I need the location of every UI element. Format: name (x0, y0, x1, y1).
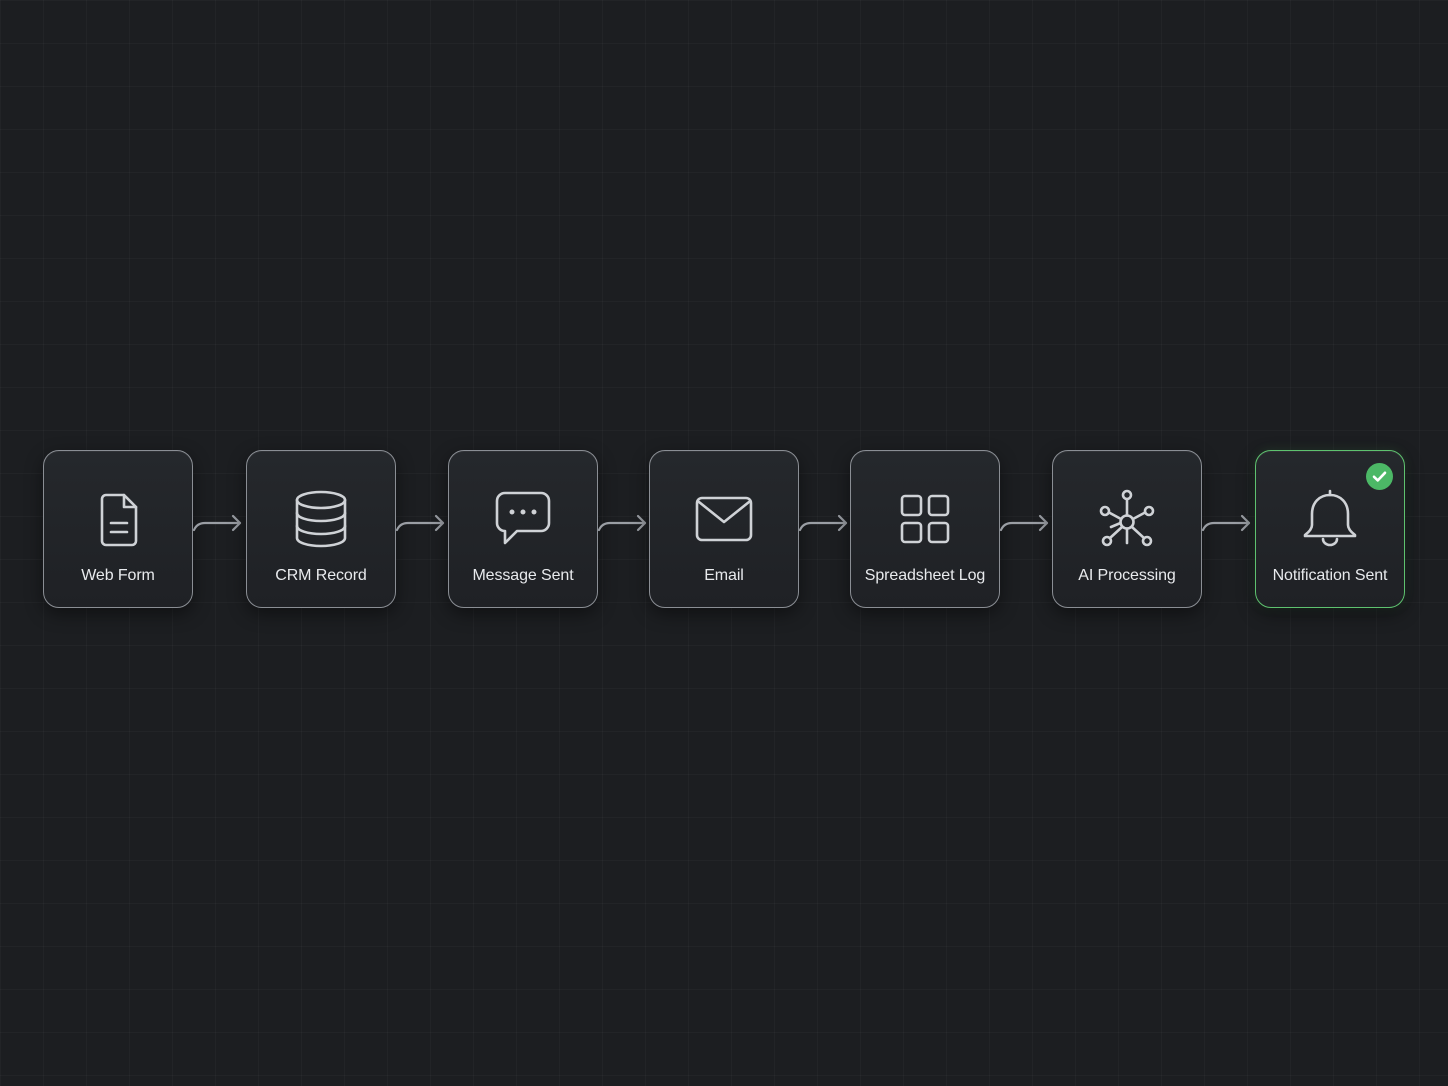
connector-arrow (798, 508, 853, 536)
node-ai-processing[interactable]: AI Processing (1052, 450, 1202, 608)
node-spreadsheet-log[interactable]: Spreadsheet Log (850, 450, 1000, 608)
node-web-form[interactable]: Web Form (43, 450, 193, 608)
node-email[interactable]: Email (649, 450, 799, 608)
node-label: Email (704, 567, 744, 584)
node-notification-sent[interactable]: Notification Sent (1255, 450, 1405, 608)
node-message-sent[interactable]: Message Sent (448, 450, 598, 608)
connector-arrow (192, 508, 247, 536)
connector-arrow (597, 508, 652, 536)
chat-bubble-icon (491, 487, 555, 551)
node-label: Spreadsheet Log (864, 567, 986, 584)
connector-arrow (999, 508, 1054, 536)
connector-arrow (1201, 508, 1256, 536)
node-label: CRM Record (275, 567, 367, 584)
node-label: AI Processing (1078, 567, 1176, 584)
checkmark-badge-icon (1366, 463, 1393, 490)
document-icon (86, 487, 150, 551)
node-crm-record[interactable]: CRM Record (246, 450, 396, 608)
envelope-icon (692, 487, 756, 551)
node-label: Notification Sent (1272, 567, 1388, 584)
grid-icon (893, 487, 957, 551)
connector-arrow (395, 508, 450, 536)
node-label: Message Sent (472, 567, 574, 584)
node-label: Web Form (81, 567, 155, 584)
network-hub-icon (1095, 487, 1159, 551)
bell-icon (1298, 487, 1362, 551)
database-icon (289, 487, 353, 551)
